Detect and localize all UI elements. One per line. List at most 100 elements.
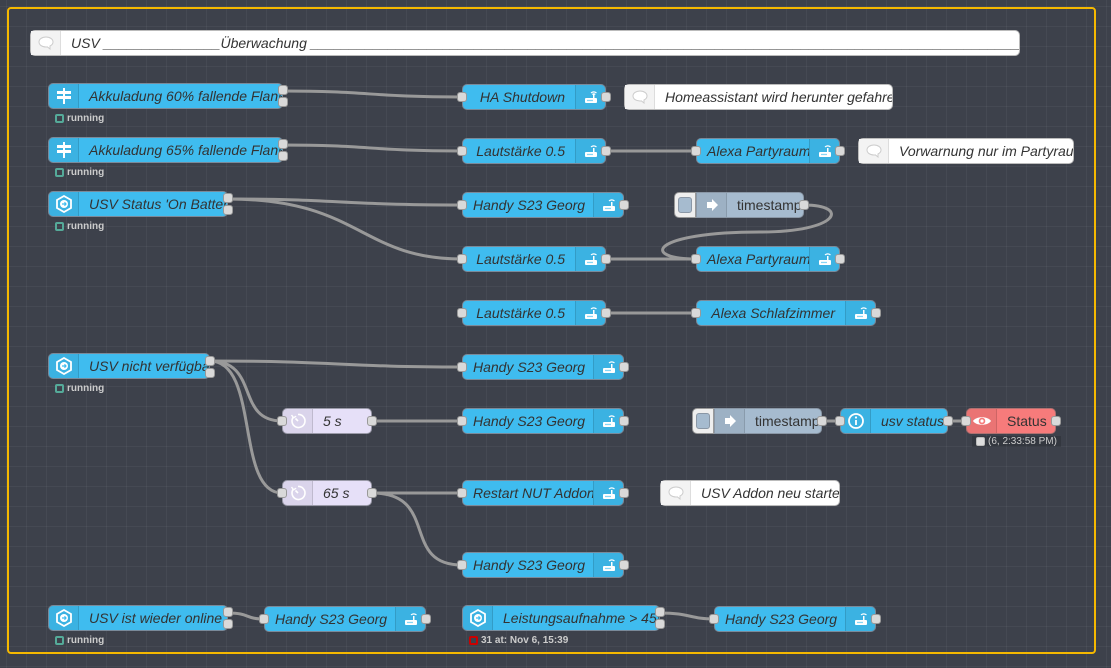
service-node-handy-1[interactable]: Handy S23 Georg [462, 192, 624, 218]
inject-node-timestamp-1[interactable]: timestamp [696, 192, 804, 218]
output-port[interactable] [619, 200, 629, 210]
input-port[interactable] [835, 416, 845, 426]
speech-bubble-icon [31, 31, 61, 55]
output-port[interactable] [601, 308, 611, 318]
service-node-lautstaerke-1[interactable]: Lautstärke 0.5 [462, 138, 606, 164]
comment-title[interactable]: USV _______________Überwachung _________… [30, 30, 1020, 56]
service-node-lautstaerke-3[interactable]: Lautstärke 0.5 [462, 300, 606, 326]
output-port[interactable] [619, 488, 629, 498]
router-icon [593, 409, 623, 433]
delay-node-5s[interactable]: 5 s [282, 408, 372, 434]
comment-ha-shutdown[interactable]: Homeassistant wird herunter gefahren [624, 84, 893, 110]
output-port[interactable] [421, 614, 431, 624]
service-node-ha-shutdown[interactable]: HA Shutdown [462, 84, 606, 110]
output-port[interactable] [367, 488, 377, 498]
service-node-handy-5[interactable]: Handy S23 Georg [264, 606, 426, 632]
service-node-alexa-party-1[interactable]: Alexa Partyraum [696, 138, 840, 164]
output-port[interactable] [601, 146, 611, 156]
inject-button[interactable] [674, 192, 696, 218]
service-node-restart-nut[interactable]: Restart NUT Addon [462, 480, 624, 506]
output-port[interactable] [619, 416, 629, 426]
input-port[interactable] [457, 362, 467, 372]
output-port[interactable] [223, 619, 233, 629]
input-port[interactable] [709, 614, 719, 624]
router-icon [575, 301, 605, 325]
trigger-node-usv-status[interactable]: USV Status 'On Battery' [48, 191, 228, 217]
service-node-lautstaerke-2[interactable]: Lautstärke 0.5 [462, 246, 606, 272]
output-port[interactable] [278, 151, 288, 161]
input-port[interactable] [457, 416, 467, 426]
delay-node-65s[interactable]: 65 s [282, 480, 372, 506]
input-port[interactable] [457, 488, 467, 498]
output-port[interactable] [799, 200, 809, 210]
output-port[interactable] [601, 254, 611, 264]
trigger-node-usv-nicht[interactable]: USV nicht verfügbar [48, 353, 210, 379]
debug-node-status[interactable]: Status [966, 408, 1056, 434]
trigger-node-leistung[interactable]: Leistungsaufnahme > 45W [462, 605, 660, 631]
output-port[interactable] [655, 607, 665, 617]
input-port[interactable] [259, 614, 269, 624]
service-node-handy-4[interactable]: Handy S23 Georg [462, 552, 624, 578]
output-port[interactable] [817, 416, 827, 426]
output-port[interactable] [619, 560, 629, 570]
input-port[interactable] [691, 146, 701, 156]
group-frame[interactable] [7, 7, 1096, 654]
node-status: running [55, 635, 104, 646]
info-icon [841, 409, 871, 433]
output-port[interactable] [1051, 416, 1061, 426]
comment-addon[interactable]: USV Addon neu starten [660, 480, 840, 506]
output-port[interactable] [619, 362, 629, 372]
service-node-handy-6[interactable]: Handy S23 Georg [714, 606, 876, 632]
output-port[interactable] [223, 607, 233, 617]
router-icon [593, 481, 623, 505]
output-port[interactable] [655, 619, 665, 629]
input-port[interactable] [457, 560, 467, 570]
trigger-node-usv-online[interactable]: USV ist wieder online [48, 605, 228, 631]
output-port[interactable] [943, 416, 953, 426]
service-node-alexa-party-2[interactable]: Alexa Partyraum [696, 246, 840, 272]
output-port[interactable] [871, 308, 881, 318]
output-port[interactable] [205, 356, 215, 366]
service-node-alexa-schlaf[interactable]: Alexa Schlafzimmer [696, 300, 876, 326]
router-icon [593, 553, 623, 577]
input-port[interactable] [457, 92, 467, 102]
input-port[interactable] [691, 308, 701, 318]
router-icon [809, 247, 839, 271]
input-port[interactable] [457, 308, 467, 318]
output-port[interactable] [835, 146, 845, 156]
output-port[interactable] [367, 416, 377, 426]
trigger-state-icon [463, 606, 493, 630]
output-port[interactable] [223, 205, 233, 215]
input-port[interactable] [457, 146, 467, 156]
service-node-handy-2[interactable]: Handy S23 Georg [462, 354, 624, 380]
switch-node-akku60[interactable]: Akkuladung 60% fallende Flanke [48, 83, 283, 109]
output-port[interactable] [205, 368, 215, 378]
router-icon [575, 139, 605, 163]
output-port[interactable] [223, 193, 233, 203]
router-icon [395, 607, 425, 631]
input-port[interactable] [961, 416, 971, 426]
output-port[interactable] [278, 139, 288, 149]
inject-node-timestamp-2[interactable]: timestamp [714, 408, 822, 434]
inject-button[interactable] [692, 408, 714, 434]
node-status: running [55, 167, 104, 178]
output-port[interactable] [871, 614, 881, 624]
comment-vorwarnung[interactable]: Vorwarnung nur im Partyraum [858, 138, 1074, 164]
output-port[interactable] [278, 97, 288, 107]
output-port[interactable] [601, 92, 611, 102]
input-port[interactable] [277, 416, 287, 426]
trigger-state-icon [49, 354, 79, 378]
service-node-handy-3[interactable]: Handy S23 Georg [462, 408, 624, 434]
output-port[interactable] [278, 85, 288, 95]
speech-bubble-icon [661, 481, 691, 505]
input-port[interactable] [457, 200, 467, 210]
output-port[interactable] [835, 254, 845, 264]
api-node-usv-status[interactable]: usv status [840, 408, 948, 434]
input-port[interactable] [457, 254, 467, 264]
arrow-right-icon [715, 409, 745, 433]
input-port[interactable] [277, 488, 287, 498]
timer-icon [283, 409, 313, 433]
switch-node-akku65[interactable]: Akkuladung 65% fallende Flanke [48, 137, 283, 163]
input-port[interactable] [691, 254, 701, 264]
